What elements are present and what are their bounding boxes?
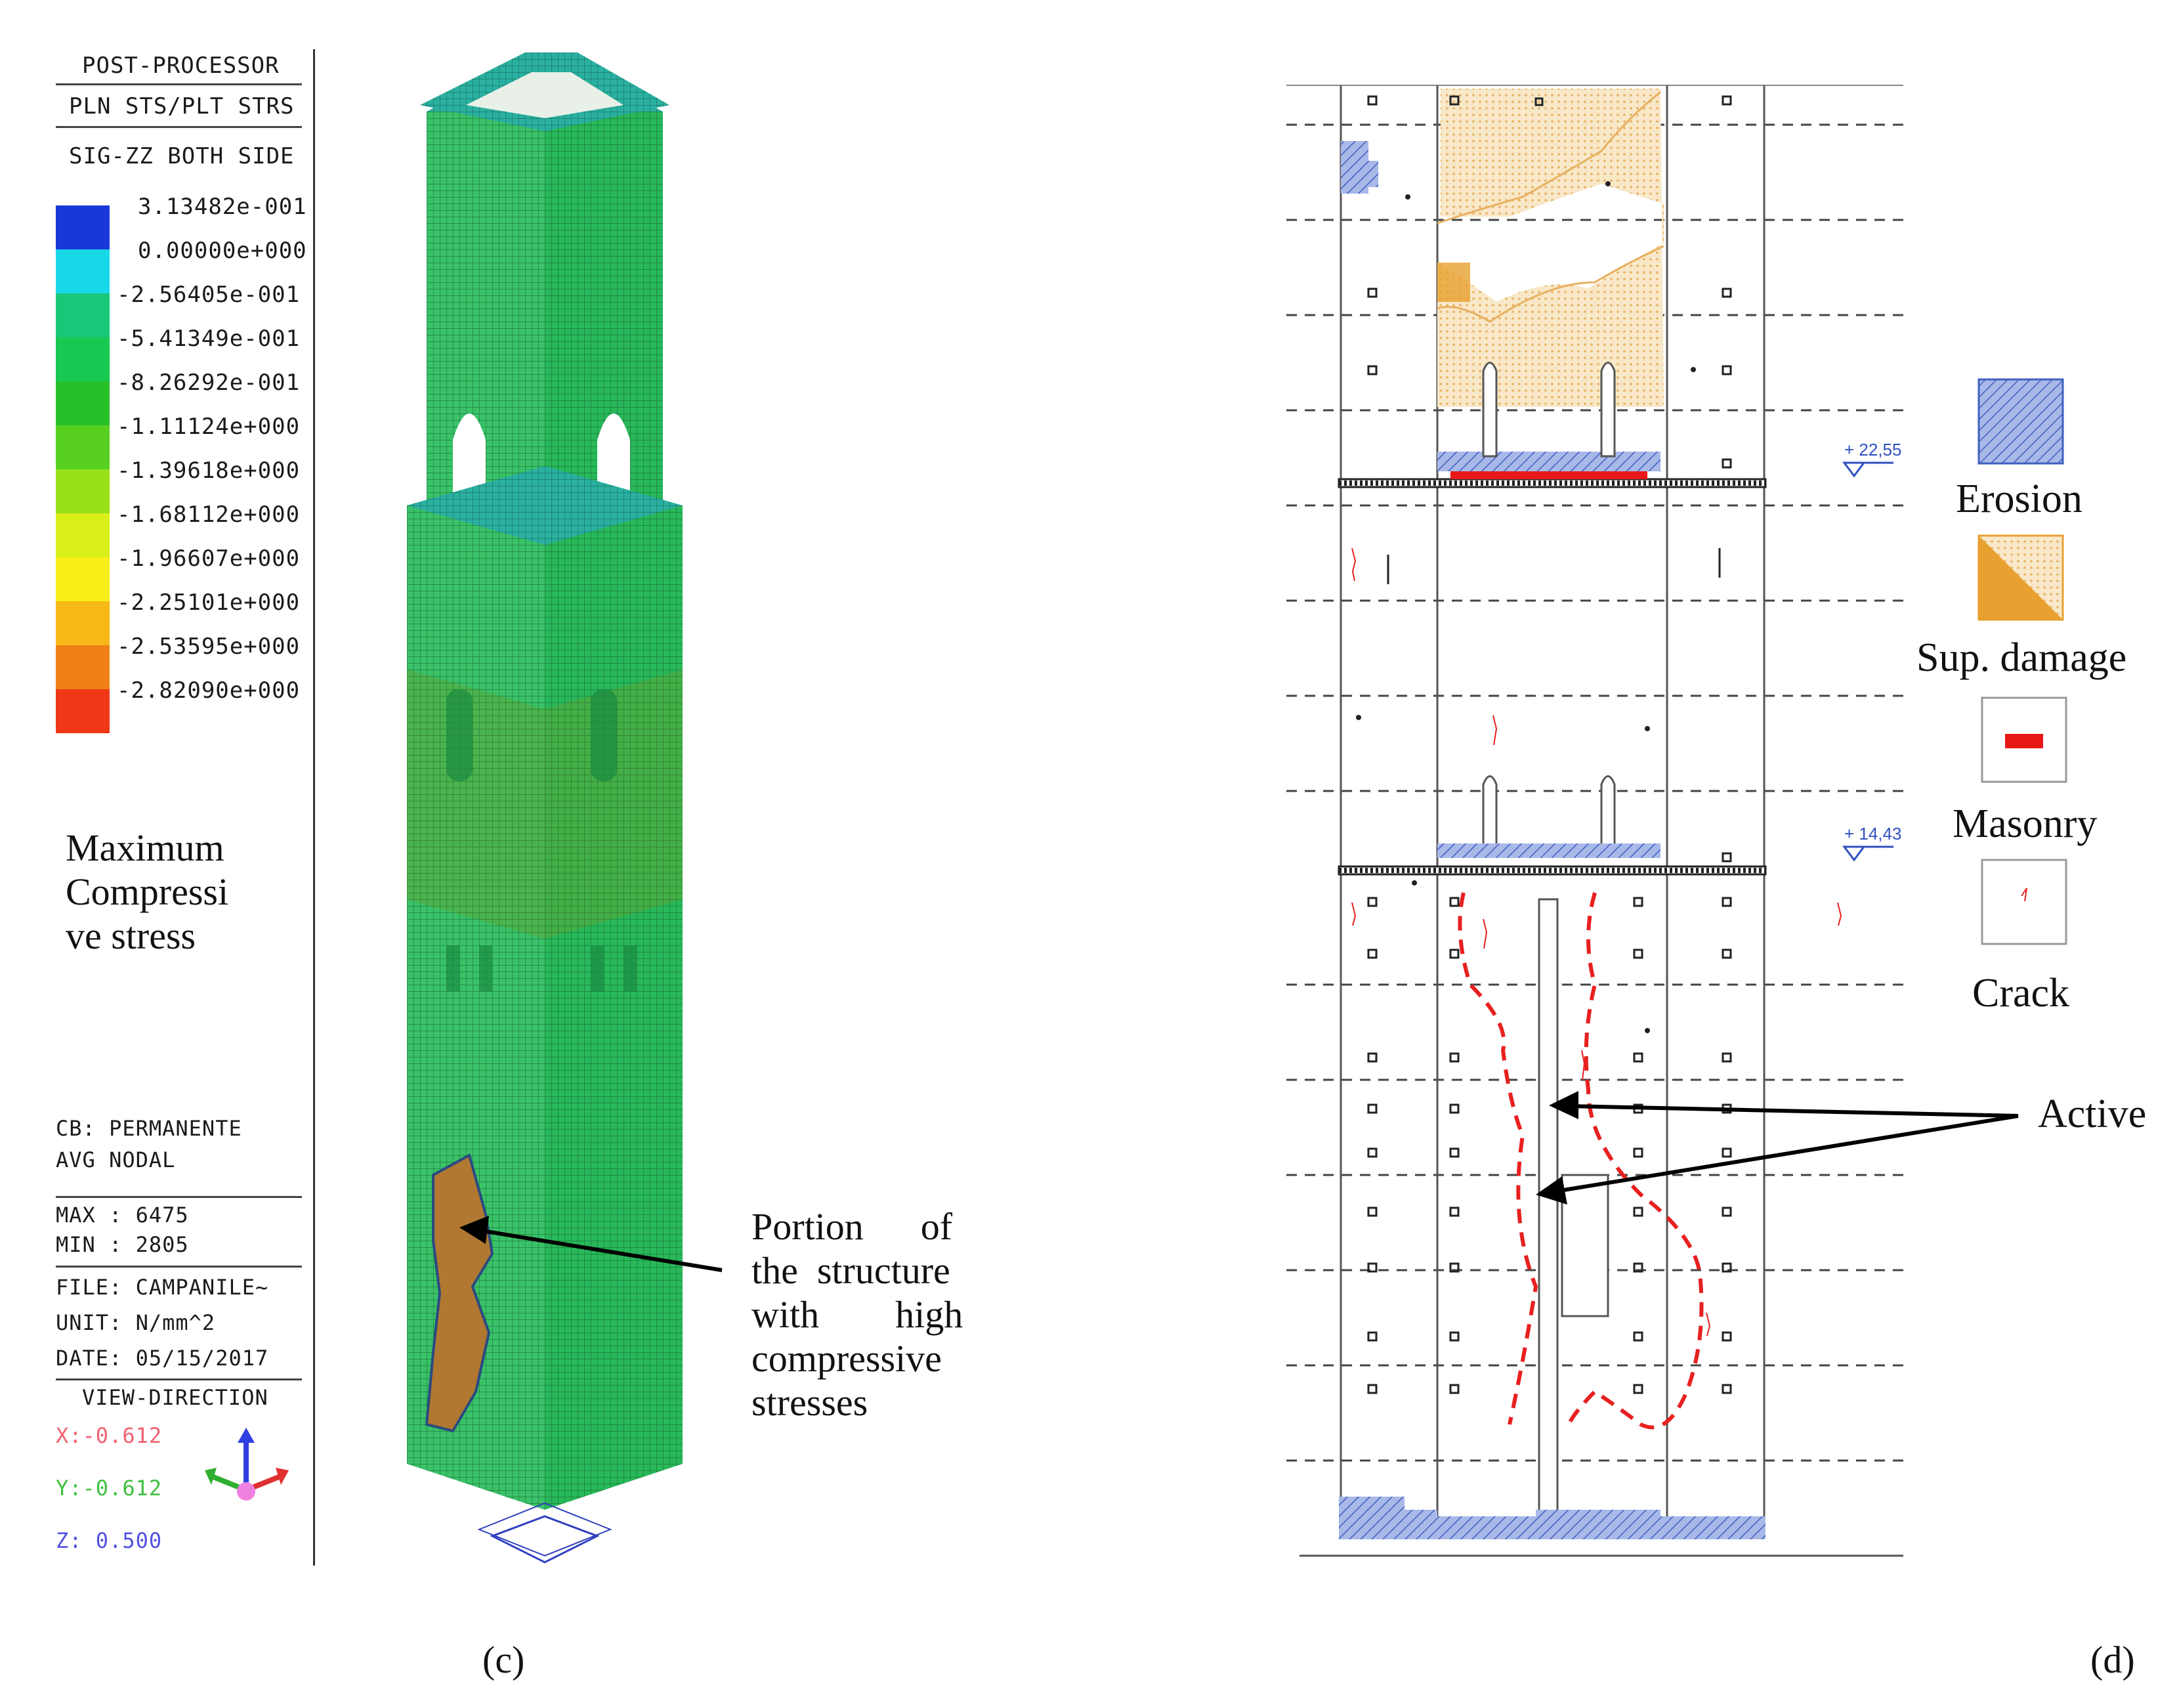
stress-title-line-1: Maximum [66,826,224,869]
legend-masonry: Masonry [1953,801,2098,846]
annotation-line-3: with high [751,1293,963,1336]
annotation-line-1: Portion of [751,1205,953,1248]
legend-label-11: -2.82090e+000 [117,677,301,704]
legend-swatch-4 [56,381,110,425]
legend-swatch-3 [56,337,110,381]
surface-damage-icon [1977,534,2064,621]
header-line-2: PLN STS/PLT STRS [69,93,295,119]
elevation-label-1: + 22,55 [1844,440,1902,459]
legend-swatch-0 [56,205,110,249]
legend-label-1: 0.00000e+000 [138,238,307,264]
legend-label-6: -1.39618e+000 [117,458,301,484]
annotation-line-2: the structure [751,1249,950,1292]
legend-swatch-1 [56,249,110,293]
legend-label-9: -2.25101e+000 [117,589,301,616]
view-x: X:-0.612 [56,1423,163,1448]
stress-title-line-3: ve stress [66,914,196,957]
legend-label-5: -1.11124e+000 [117,414,301,440]
legend-swatch-8 [56,557,110,601]
file-name: FILE: CAMPANILE~ [56,1275,269,1300]
legend-swatch-2 [56,293,110,337]
legend-swatch-5 [56,425,110,469]
date: DATE: 05/15/2017 [56,1346,269,1371]
caption-d: (d) [2090,1638,2135,1681]
header-line-3: SIG-ZZ BOTH SIDE [69,143,295,169]
fe-tower-model [407,53,683,1564]
legend-swatch-6 [56,469,110,513]
info-line-1: CB: PERMANENTE [56,1116,242,1141]
caption-c: (c) [482,1638,525,1681]
legend-crack: Crack [1972,971,2070,1015]
legend-label-10: -2.53595e+000 [117,633,301,660]
panel-d: + 22,55 + 14,43 Erosion Sup. damage Maso… [1050,0,2177,1708]
legend-sup-damage: Sup. damage [1916,635,2127,680]
damage-map-elevation [1286,85,2067,1557]
header-line-1: POST-PROCESSOR [82,53,280,79]
view-direction-title: VIEW-DIRECTION [82,1385,268,1410]
max-value: MAX : 6475 [56,1203,189,1228]
panel-separator [313,49,315,1566]
view-y: Y:-0.612 [56,1476,163,1501]
annotation-line-4: compressive [751,1337,942,1380]
axis-triad-icon [205,1428,289,1501]
active-label: Active [2038,1092,2147,1136]
erosion-icon [1977,378,2064,465]
min-value: MIN : 2805 [56,1232,189,1257]
panel-c: POST-PROCESSOR PLN STS/PLT STRS SIG-ZZ B… [0,0,1050,1708]
stress-title-line-2: Compressi [66,870,229,913]
annotation-line-5: stresses [751,1381,868,1424]
legend-swatch-11 [56,689,110,733]
legend-label-3: -5.41349e-001 [117,326,301,352]
legend-erosion: Erosion [1956,477,2082,521]
info-line-2: AVG NODAL [56,1147,176,1172]
legend-label-7: -1.68112e+000 [117,502,301,528]
view-z: Z: 0.500 [56,1528,163,1553]
legend-swatch-7 [56,513,110,557]
legend-label-2: -2.56405e-001 [117,282,301,308]
crack-icon [1981,859,2067,945]
legend-label-8: -1.96607e+000 [117,545,301,572]
annotation-arrow [459,1216,723,1272]
unit: UNIT: N/mm^2 [56,1310,216,1335]
legend-swatch-10 [56,645,110,689]
elevation-label-2: + 14,43 [1844,824,1902,843]
legend-label-4: -8.26292e-001 [117,370,301,396]
legend-swatch-9 [56,601,110,645]
legend-label-0: 3.13482e-001 [138,194,307,220]
